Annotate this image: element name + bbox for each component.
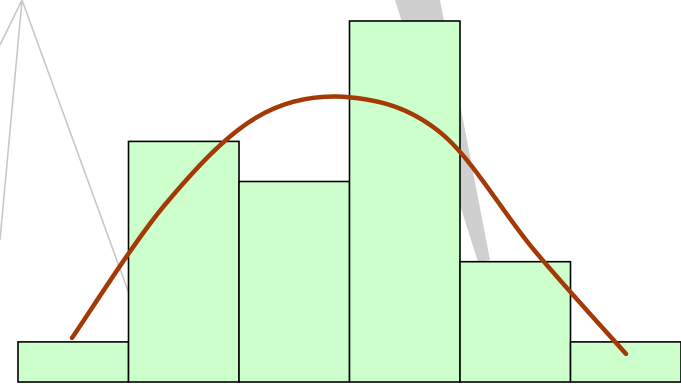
- fitted-curve: [69, 94, 629, 357]
- bar-2: [127, 140, 240, 383]
- background-line-diagonal: [21, 0, 136, 311]
- bar-6: [569, 341, 681, 383]
- bar-5: [459, 260, 572, 383]
- bars: [17, 20, 681, 383]
- bar-4: [348, 20, 461, 383]
- curve-layer: [69, 94, 629, 357]
- bar-1: [17, 341, 130, 383]
- background-line-left: [0, 0, 23, 241]
- bar-3: [238, 180, 351, 383]
